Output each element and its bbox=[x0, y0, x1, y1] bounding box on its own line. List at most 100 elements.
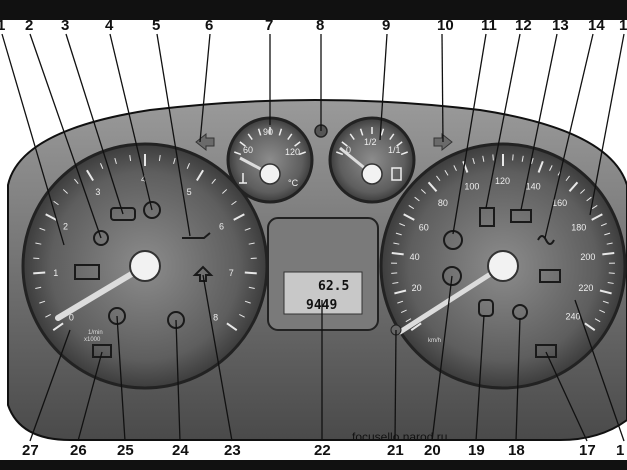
tach-tick bbox=[62, 189, 68, 194]
temp-low-label: 60 bbox=[243, 145, 253, 155]
leader-line bbox=[199, 33, 211, 143]
leader-line bbox=[65, 33, 124, 215]
seatbelt-icon bbox=[93, 230, 109, 246]
speed-tick bbox=[584, 322, 596, 332]
tach-tick bbox=[74, 178, 79, 185]
callout-number: 25 bbox=[117, 442, 134, 459]
speed-tick bbox=[602, 300, 609, 304]
oil-pressure-icon bbox=[182, 232, 211, 239]
speed-label: 80 bbox=[438, 198, 448, 208]
speed-tick bbox=[604, 232, 611, 236]
fuel-pump-icon bbox=[391, 167, 402, 181]
leader-line bbox=[544, 33, 594, 239]
speed-label: 120 bbox=[495, 176, 510, 186]
tach-tick bbox=[99, 163, 104, 169]
leader-line bbox=[29, 33, 102, 239]
bottom-band bbox=[0, 460, 627, 470]
lcd-screen bbox=[283, 271, 363, 315]
speedometer-unit: km/h bbox=[428, 338, 441, 344]
gauge-tick bbox=[336, 151, 344, 156]
tach-tick bbox=[45, 213, 57, 221]
gauge-tick bbox=[257, 128, 262, 136]
tach-tick bbox=[211, 178, 216, 185]
speed-tick bbox=[602, 252, 615, 256]
top-band bbox=[0, 0, 627, 20]
speed-label: 20 bbox=[412, 283, 422, 293]
tach-tick bbox=[231, 200, 237, 206]
leader-line bbox=[175, 319, 181, 442]
temp-high-label: 120 bbox=[285, 147, 300, 157]
tach-tick bbox=[239, 313, 245, 318]
callout-number: 19 bbox=[468, 442, 485, 459]
callout-number: 1 bbox=[616, 442, 624, 459]
speedometer-needle bbox=[397, 263, 506, 335]
speed-tick bbox=[399, 223, 406, 227]
speed-tick bbox=[397, 300, 404, 304]
speed-tick bbox=[391, 252, 404, 256]
gauge-tick bbox=[341, 141, 348, 147]
fuel-hub bbox=[361, 163, 383, 185]
gauge-tick bbox=[389, 133, 395, 141]
speed-tick bbox=[565, 175, 570, 182]
speed-tick bbox=[403, 213, 415, 221]
tach-tick bbox=[196, 169, 204, 182]
speed-tick bbox=[549, 165, 553, 171]
speed-label: 180 bbox=[571, 222, 586, 232]
leader-line bbox=[394, 329, 397, 442]
fuel-mid-label: 1/2 bbox=[364, 137, 377, 147]
leader-line bbox=[475, 314, 485, 442]
gauge-tick bbox=[278, 128, 283, 136]
tachometer-hub bbox=[129, 250, 161, 282]
tach-tick bbox=[35, 286, 42, 289]
battery-icon bbox=[74, 264, 100, 280]
speed-tick bbox=[436, 175, 441, 182]
fuel-high-label: 1/1 bbox=[388, 145, 401, 155]
leader-line bbox=[109, 33, 153, 211]
callout-number: 20 bbox=[424, 442, 441, 459]
tach-label: 7 bbox=[229, 268, 234, 278]
source-credit: focusello.narod.ru bbox=[352, 430, 447, 444]
temp-scale-sign: °C bbox=[288, 178, 299, 188]
engine-icon bbox=[539, 269, 561, 283]
gauge-tick bbox=[239, 141, 246, 147]
tach-tick bbox=[226, 322, 238, 332]
tach-label: 0 bbox=[69, 312, 74, 322]
callout-number: 5 bbox=[152, 17, 160, 34]
leader-line bbox=[29, 329, 71, 442]
callout-number: 18 bbox=[508, 442, 525, 459]
leader-line bbox=[379, 33, 388, 141]
speed-tick bbox=[453, 165, 457, 171]
speed-label: 40 bbox=[410, 252, 420, 262]
thermometer-icon bbox=[239, 173, 247, 184]
tach-tick bbox=[158, 154, 161, 162]
tachometer-unit-2: x1000 bbox=[84, 337, 101, 343]
leader-line bbox=[515, 317, 521, 442]
tach-tick bbox=[86, 169, 94, 182]
speed-tick bbox=[414, 196, 420, 202]
speed-tick bbox=[400, 309, 407, 314]
speed-tick bbox=[607, 282, 614, 284]
gauge-tick bbox=[247, 133, 253, 141]
speed-tick bbox=[537, 160, 544, 173]
tach-tick bbox=[248, 286, 255, 289]
tach-tick bbox=[39, 300, 46, 304]
tach-tick bbox=[244, 300, 251, 304]
tach-label: 4 bbox=[141, 174, 146, 184]
tach-tick bbox=[129, 154, 132, 162]
speed-label: 240 bbox=[565, 311, 580, 321]
gauge-tick bbox=[359, 128, 364, 136]
tach-tick bbox=[248, 242, 255, 245]
tach-tick bbox=[52, 322, 64, 332]
speed-tick bbox=[405, 318, 412, 323]
speed-tick bbox=[420, 189, 426, 194]
door-open-icon bbox=[478, 299, 494, 317]
speed-tick bbox=[591, 213, 603, 221]
speed-tick bbox=[591, 205, 598, 210]
speed-tick bbox=[392, 282, 399, 284]
tach-label: 6 bbox=[219, 221, 224, 231]
airbag-icon bbox=[143, 201, 161, 219]
callout-number: 26 bbox=[70, 442, 87, 459]
